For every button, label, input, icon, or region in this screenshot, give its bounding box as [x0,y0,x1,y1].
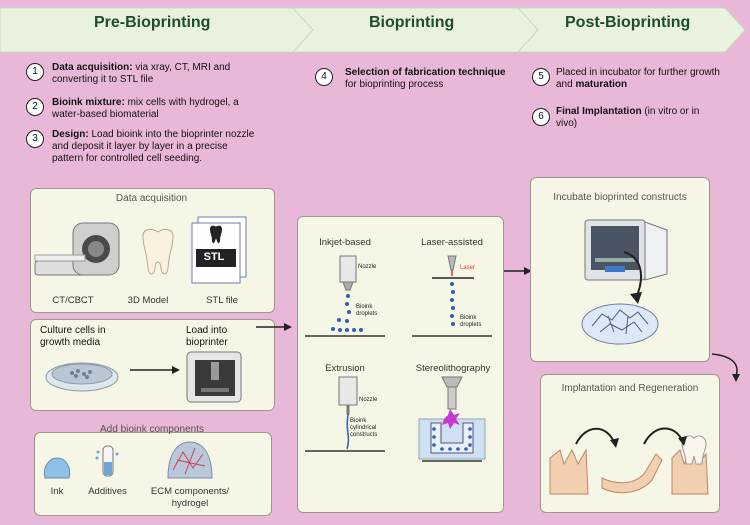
step-2-number: 2 [26,98,44,116]
panel-implant-title: Implantation and Regeneration [561,383,699,394]
implant-sequence-icon [549,427,709,495]
stl-file-icon [191,216,247,284]
label-laser: Laser [460,265,476,271]
label-bioink-droplets-2: Bioink droplets [460,315,482,328]
ecm-hydrogel-icon [167,441,213,479]
ink-icon [43,457,71,479]
step-1-number: 1 [26,63,44,81]
arrow-to-implant-icon [711,353,740,382]
panel-incubate-title: Incubate bioprinted constructs [553,192,687,203]
step-5-text: Placed in incubator for further growth a… [556,67,720,90]
caption-stl-file: STL file [206,295,238,306]
load-label: Load into bioprinter [186,325,228,348]
arrow-to-bioprinting-icon [256,323,292,331]
step-4-number: 4 [315,68,333,86]
scaffold-icon [581,303,659,345]
culture-label: Culture cells in growth media [40,325,106,348]
caption-ecm: ECM components/ hydrogel [150,486,230,509]
label-nozzle: Nozzle [358,264,377,270]
caption-3d-model: 3D Model [127,295,169,306]
arrow-to-post-icon [504,267,532,275]
technique-extrusion: Extrusion [325,363,365,374]
extrusion-nozzle-icon [305,376,385,452]
stage-banner [0,7,746,53]
step-1-text: Data acquisition: via xray, CT, MRI and … [52,62,231,85]
stl-label: STL [203,251,225,263]
caption-ct-cbct: CT/CBCT [52,295,94,306]
incubator-icon [584,219,668,281]
caption-additives: Additives [88,486,127,497]
ct-scanner-icon [34,222,120,276]
tooth-icon [142,228,174,275]
panel-techniques [297,216,504,513]
petri-dish-icon [45,362,119,392]
panel-bioink-title: Add bioink components [100,424,204,435]
label-nozzle-2: Nozzle [359,397,378,403]
laser-assisted-icon [412,255,492,337]
stage-pre-label: Pre-Bioprinting [94,14,211,31]
step-2-text: Bioink mixture: mix cells with hydrogel,… [52,97,239,120]
step-3-text: Design: Load bioink into the bioprinter … [52,129,255,164]
label-bioink-cylindrical: Bioink cylindrical constructs [350,418,378,438]
additives-icon [95,445,119,477]
caption-ink: Ink [50,486,64,497]
stage-post-label: Post-Bioprinting [565,14,691,31]
technique-laser: Laser-assisted [421,237,483,248]
step-6-text: Final Implantation (in vitro or in vivo) [556,106,700,129]
incubate-arrow-icon [623,251,642,304]
step-5-number: 5 [532,68,550,86]
panel-bioink [34,432,272,516]
bioprinter-icon [186,351,242,403]
step-4-text: Selection of fabrication technique for b… [345,67,506,90]
arrow-culture-icon [130,366,180,374]
step-6-number: 6 [532,108,550,126]
stage-bio-label: Bioprinting [369,14,455,31]
stereolithography-icon [418,376,486,462]
label-bioink-droplets: Bioink droplets [356,304,378,317]
technique-inkjet: Inkjet-based [319,237,371,248]
inkjet-nozzle-icon [305,255,385,337]
step-3-number: 3 [26,130,44,148]
panel-data-acquisition-title: Data acquisition [115,193,188,204]
technique-stereolithography: Stereolithography [415,363,491,374]
